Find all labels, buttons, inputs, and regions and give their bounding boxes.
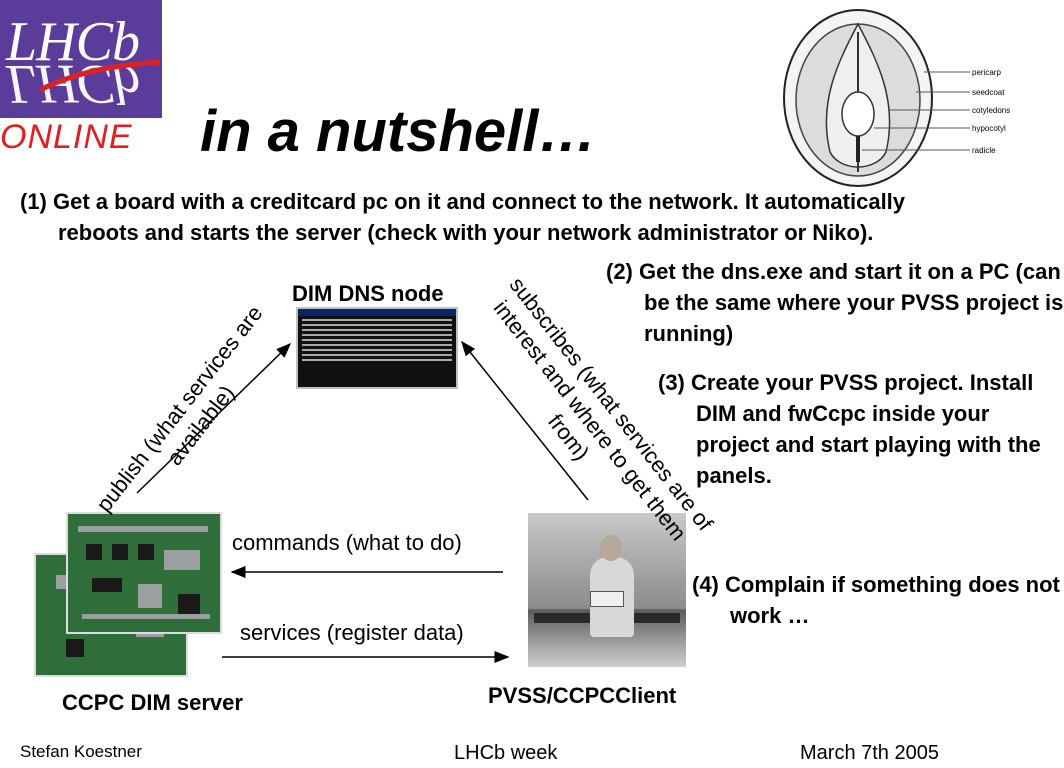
footer-date: March 7th 2005 [800,742,939,764]
logo-swoosh-icon [38,59,161,93]
footer-event: LHCb week [454,742,558,764]
lhcb-logo: LHCb LHCb [0,0,162,118]
seed-label-cotyledons: cotyledons [972,106,1010,115]
seed-label-seedcoat: seedcoat [972,88,1005,97]
footer-author: Stefan Koestner [20,742,142,761]
slide-title: in a nutshell… [200,99,597,164]
client-label: PVSS/CCPCClient [488,683,677,708]
seed-label-pericarp: pericarp [972,68,1001,77]
step-4-text: (4) Complain if something does not work … [692,572,1060,628]
server-label: CCPC DIM server [62,690,243,715]
seed-cross-section-illustration: pericarp seedcoat cotyledons hypocotyl r… [783,9,1010,187]
ccpc-board-front-image [66,512,222,634]
services-label: services (register data) [240,620,464,645]
step-3-text: (3) Create your PVSS project. Install DI… [658,370,1041,488]
seed-label-hypocotyl: hypocotyl [972,124,1006,133]
publish-arrow [136,342,292,494]
dns-node-label: DIM DNS node [292,281,444,306]
commands-label: commands (what to do) [232,530,462,555]
pvss-client-photo [528,513,686,667]
step-2-text: (2) Get the dns.exe and start it on a PC… [606,259,1064,346]
subscribe-arrow [461,340,589,501]
seed-label-radicle: radicle [972,146,996,155]
diagram-arrows [136,340,589,663]
logo-text: LHCb [6,11,140,73]
step-1-text: (1) Get a board with a creditcard pc on … [20,189,906,245]
logo-subtitle: ONLINE [0,118,133,156]
dns-terminal-screenshot [296,307,458,389]
